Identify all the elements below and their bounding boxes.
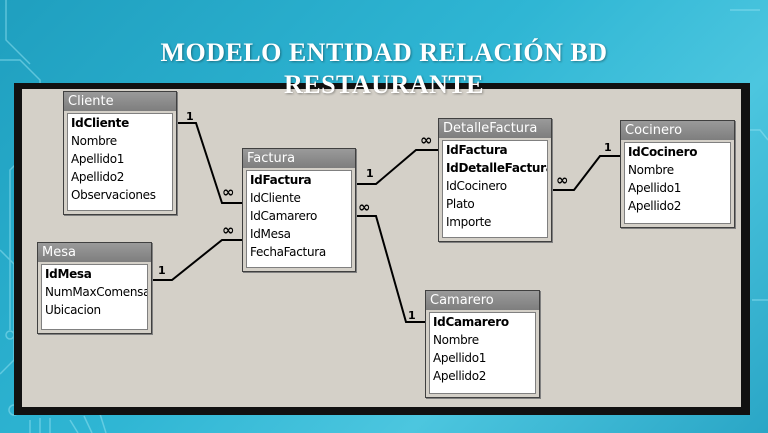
table-cliente-title: Cliente [64, 92, 176, 111]
cardinality-many: ∞ [222, 221, 235, 239]
field[interactable]: IdFactura [446, 143, 508, 157]
field[interactable]: Nombre [71, 134, 117, 148]
table-mesa[interactable]: Mesa IdMesa NumMaxComensa Ubicacion [37, 242, 152, 334]
rel-cliente-factura [175, 122, 244, 204]
field[interactable]: Apellido1 [628, 181, 682, 195]
table-mesa-fields: IdMesa NumMaxComensa Ubicacion [41, 264, 148, 330]
table-factura-title: Factura [243, 149, 355, 168]
field[interactable]: Importe [446, 215, 492, 229]
table-cliente-fields: IdCliente Nombre Apellido1 Apellido2 Obs… [67, 113, 173, 211]
table-detallefactura-fields: IdFactura IdDetalleFactura IdCocinero Pl… [442, 140, 548, 238]
table-cocinero[interactable]: Cocinero IdCocinero Nombre Apellido1 Ape… [620, 120, 735, 228]
field[interactable]: Apellido2 [628, 199, 682, 213]
field[interactable]: IdCocinero [446, 179, 507, 193]
field[interactable]: IdCamarero [250, 209, 317, 223]
rel-detalle-cocinero [550, 155, 622, 191]
table-factura[interactable]: Factura IdFactura IdCliente IdCamarero I… [242, 148, 356, 272]
field[interactable]: IdCliente [250, 191, 301, 205]
table-cocinero-title: Cocinero [621, 121, 734, 140]
field[interactable]: IdMesa [45, 267, 92, 281]
table-cocinero-fields: IdCocinero Nombre Apellido1 Apellido2 [624, 142, 731, 224]
cardinality-many: ∞ [556, 171, 569, 189]
field[interactable]: Apellido2 [433, 369, 487, 383]
field[interactable]: NumMaxComensa [45, 285, 148, 299]
field[interactable]: Nombre [628, 163, 674, 177]
table-mesa-title: Mesa [38, 243, 151, 262]
table-factura-fields: IdFactura IdCliente IdCamarero IdMesa Fe… [246, 170, 352, 268]
cardinality-one: 1 [604, 141, 612, 154]
field[interactable]: IdMesa [250, 227, 291, 241]
field[interactable]: Ubicacion [45, 303, 101, 317]
cardinality-many: ∞ [420, 131, 433, 149]
field[interactable]: Plato [446, 197, 475, 211]
cardinality-many: ∞ [222, 183, 235, 201]
rel-factura-camarero [354, 215, 427, 323]
slide-title-line1: MODELO ENTIDAD RELACIÓN BD [160, 38, 608, 67]
cardinality-many: ∞ [358, 198, 371, 216]
cardinality-one: 1 [186, 110, 194, 123]
field[interactable]: Apellido1 [433, 351, 487, 365]
rel-factura-detalle [354, 149, 440, 185]
table-cliente[interactable]: Cliente IdCliente Nombre Apellido1 Apell… [63, 91, 177, 215]
cardinality-one: 1 [366, 167, 374, 180]
field[interactable]: IdFactura [250, 173, 312, 187]
field[interactable]: Nombre [433, 333, 479, 347]
field[interactable]: Observaciones [71, 188, 156, 202]
field[interactable]: FechaFactura [250, 245, 326, 259]
cardinality-one: 1 [158, 264, 166, 277]
table-camarero-title: Camarero [426, 291, 539, 310]
table-camarero-fields: IdCamarero Nombre Apellido1 Apellido2 [429, 312, 536, 394]
cardinality-one: 1 [408, 309, 416, 322]
table-detallefactura[interactable]: DetalleFactura IdFactura IdDetalleFactur… [438, 118, 552, 242]
field[interactable]: Apellido1 [71, 152, 125, 166]
field[interactable]: IdDetalleFactura [446, 161, 548, 175]
slide-title-line2: RESTAURANTE [283, 70, 485, 99]
table-camarero[interactable]: Camarero IdCamarero Nombre Apellido1 Ape… [425, 290, 540, 398]
rel-mesa-factura [150, 239, 244, 281]
table-detallefactura-title: DetalleFactura [439, 119, 551, 138]
field[interactable]: IdCamarero [433, 315, 509, 329]
field[interactable]: Apellido2 [71, 170, 125, 184]
field[interactable]: IdCocinero [628, 145, 698, 159]
field[interactable]: IdCliente [71, 116, 129, 130]
